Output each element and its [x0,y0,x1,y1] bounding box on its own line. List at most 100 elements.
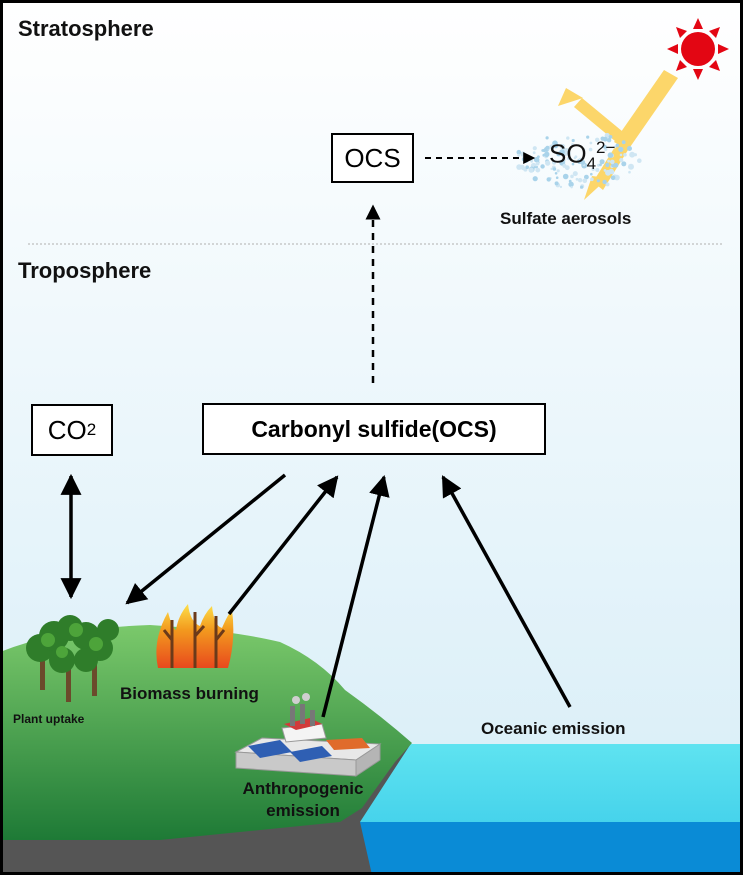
aerosol-particle [546,177,551,182]
aerosol-particle [628,170,631,174]
ocs-box-text: OCS [344,142,401,173]
aerosol-particle [637,158,642,163]
aerosol-particle [627,146,632,151]
aerosol-particle [599,159,605,165]
aerosol-particle [608,135,613,139]
aerosol-particle [559,143,566,150]
aerosol-particle [521,166,526,171]
biomass-emission-arrow [227,475,339,616]
aerosol-particle [562,173,569,180]
aerosol-particle [608,168,614,174]
aerosol-particle [568,181,574,187]
aerosol-particle [605,182,610,187]
plant-uptake-arrow [125,473,287,605]
aerosol-particle [549,144,555,150]
aerosol-particle [559,149,565,155]
aerosol-particle [604,132,610,139]
aerosol-particle [564,165,570,171]
aerosol-particle [533,156,540,163]
sulfate-superscript: 2− [596,138,616,157]
aerosol-particle [572,171,578,177]
aerosol-particle [584,174,589,180]
aerosol-particle [516,149,522,155]
sulfate-subscript: 4 [586,153,597,173]
aerosol-particle [623,153,627,157]
aerosol-particle [602,136,608,142]
aerosol-particle [541,149,545,152]
arrows [60,152,572,718]
aerosol-particle [535,161,540,166]
aerosol-particle [596,179,600,183]
aerosol-particle [621,140,626,145]
aerosol-particle [588,147,593,152]
ocs-stratosphere-box: OCS [331,133,414,183]
aerosol-particle [571,162,575,166]
aerosol-particle [545,136,549,140]
aerosol-particle [618,146,624,152]
aerosol-particle [550,167,553,171]
carbonyl-sulfide-box: Carbonyl sulfide(OCS) [202,403,546,455]
aerosol-particle [559,185,563,189]
aerosol-particle [575,177,579,181]
co2-base: CO [47,414,87,445]
aerosol-particle [574,155,578,159]
aerosol-particle [621,161,627,167]
aerosol-particle [604,147,608,151]
co2-subscript: 2 [86,420,97,439]
aerosol-particle [633,153,638,157]
aerosol-particle [605,162,610,168]
aerosol-particle [595,137,600,142]
aerosol-particle [571,138,575,143]
plant-uptake-label: Plant uptake [13,712,85,726]
aerosol-particle [544,151,550,157]
sulfate-base: SO [549,138,587,169]
anthropogenic-emission-label: Anthropogenic emission [232,778,374,822]
sun-icon [667,18,729,80]
aerosol-particle [613,145,617,149]
anthropogenic-line2: emission [266,801,340,820]
aerosol-particle [528,167,534,173]
aerosol-particle [590,177,594,182]
aerosol-particle [599,163,602,167]
aerosol-particle [540,164,545,169]
aerosol-particle [586,135,590,139]
aerosol-particle [532,146,537,151]
aerosol-particle [619,158,624,162]
aerosol-particle [619,153,623,157]
aerosol-particle [545,145,550,150]
aerosol-particle [516,164,522,170]
aerosol-particle [602,179,607,185]
sulfate-aerosols-label: Sulfate aerosols [500,209,632,228]
aerosol-particle [535,167,541,173]
aerosol-particle [590,172,593,176]
aerosol-particle [611,163,615,167]
oceanic-emission-arrow [441,475,572,708]
aerosol-particle [578,157,583,162]
trees-icon [26,615,119,702]
aerosol-particle [628,163,634,170]
sulfate-formula: SO42− [549,138,615,174]
aerosol-particle [603,169,607,172]
aerosol-particle [602,144,607,149]
aerosol-particle [595,168,600,172]
anthropogenic-emission-arrow [321,474,390,718]
aerosol-particle [580,159,586,165]
aerosol-particle [552,160,557,165]
aerosol-particle [568,179,572,183]
aerosol-particle [582,148,586,152]
aerosol-particle [570,174,574,179]
aerosol-particle [566,151,571,156]
anthropogenic-line1: Anthropogenic [242,779,364,798]
aerosol-particle [545,160,551,166]
aerosol-cloud-icon [516,132,642,189]
biomass-burning-label: Biomass burning [120,684,259,703]
aerosol-particle [577,178,583,183]
aerosol-particle [555,176,559,179]
stratosphere-label: Stratosphere [18,16,154,41]
aerosol-particle [532,176,538,182]
aerosol-particle [589,141,593,145]
aerosol-particle [610,159,615,165]
oceanic-emission-label: Oceanic emission [481,719,626,738]
